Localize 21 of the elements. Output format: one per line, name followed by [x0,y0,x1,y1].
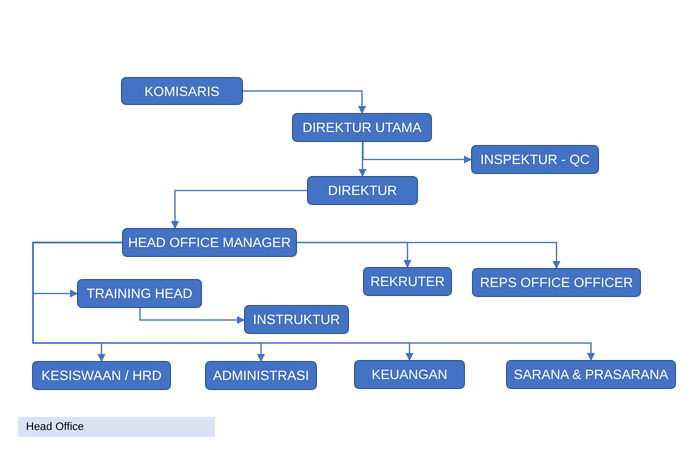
role-box: REPS OFFICE OFFICER [472,268,641,297]
role-box: KESISWAAN / HRD [32,361,171,390]
connector-arrow [139,308,245,324]
connector-arrow [32,242,595,361]
connector-arrow [171,190,307,229]
role-box: DIREKTUR UTAMA [292,113,432,142]
connector-arrow [243,90,366,114]
role-box: KEUANGAN [354,360,465,389]
role-box: REKRUTER [363,267,452,296]
connector-arrow [297,242,560,269]
footer-note: Head Office [18,417,215,437]
role-box: INSTRUKTUR [244,305,349,334]
connector-arrow [358,142,366,177]
connector-arrow [362,142,472,164]
role-box: ADMINISTRASI [205,361,317,390]
role-box: INSPEKTUR - QC [471,145,599,174]
role-box: KOMISARIS [121,77,243,105]
role-box: DIREKTUR [307,176,418,205]
role-box: SARANA & PRASARANA [506,360,676,389]
role-box: HEAD OFFICE MANAGER [122,228,297,257]
role-box: TRAINING HEAD [77,279,202,308]
